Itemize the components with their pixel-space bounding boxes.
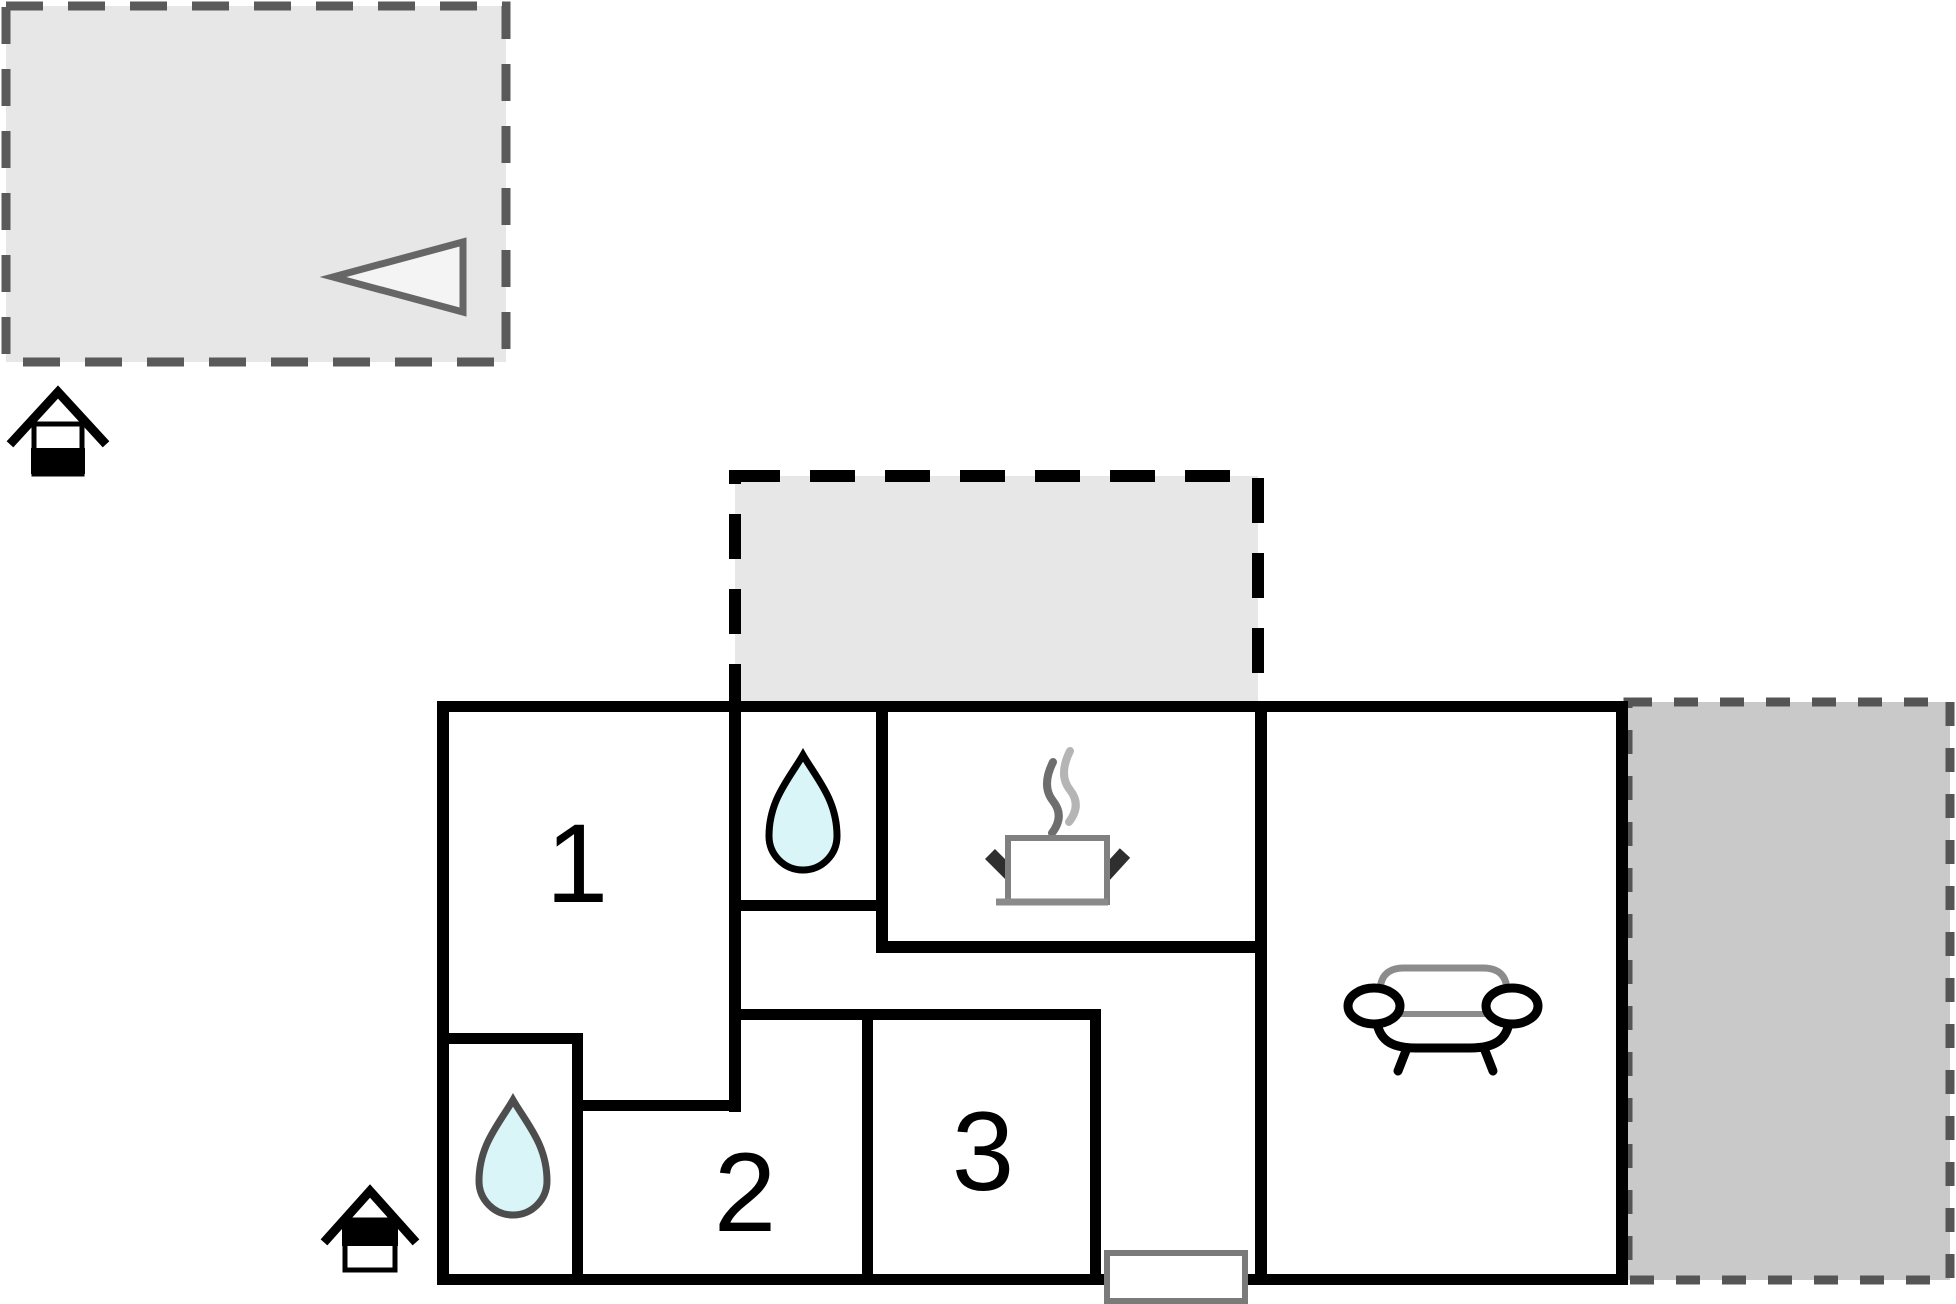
- wall-outer-bottom: [437, 1274, 1628, 1285]
- house-icon-top: [6, 385, 110, 477]
- sofa-icon: [1343, 964, 1543, 1076]
- wall-bath1-right: [876, 701, 888, 953]
- house-bottom-roof: [320, 1184, 420, 1246]
- wall-room3-right: [1090, 1009, 1101, 1285]
- pot-body: [1005, 835, 1110, 905]
- wall-outer-left: [437, 701, 449, 1285]
- sofa-armrest-right: [1481, 983, 1543, 1029]
- wall-livingroom-left: [1255, 701, 1267, 1285]
- terrace-middle: [729, 470, 1264, 713]
- sofa-armrest-left: [1343, 983, 1405, 1029]
- wall-outer-top: [437, 701, 1628, 712]
- walls: [437, 701, 1628, 1285]
- wall-kitchen-bottom: [876, 941, 1266, 953]
- direction-arrow-icon: [319, 237, 467, 317]
- water-drop-icon-bathroom-top: [765, 748, 841, 874]
- house-bottom-upper-half: [342, 1218, 398, 1246]
- wall-room3-left: [862, 1009, 873, 1285]
- terrace-top-left: [1, 1, 511, 367]
- sofa-leg-right: [1479, 1043, 1498, 1076]
- room-3-label: 3: [952, 1089, 1014, 1214]
- house-top-roof: [6, 385, 110, 448]
- wall-bath2-right: [572, 1033, 583, 1285]
- wall-room3-top: [729, 1009, 1101, 1020]
- room-2-label: 2: [714, 1130, 776, 1255]
- entrance-door: [1104, 1250, 1248, 1304]
- cooking-pot-icon: [985, 747, 1131, 906]
- wall-outer-right: [1616, 701, 1628, 1285]
- house-top-lower-half: [31, 448, 85, 474]
- room-1-label: 1: [546, 801, 608, 926]
- steam-line-left: [1043, 758, 1063, 837]
- sofa-seat: [1371, 996, 1515, 1053]
- wall-bath1-bottom: [729, 900, 888, 911]
- house-icon-bottom: [320, 1184, 420, 1273]
- wall-room2-top: [577, 1100, 741, 1111]
- wall-bath2-top: [437, 1033, 583, 1044]
- water-drop-icon-bathroom-bottom: [475, 1093, 551, 1219]
- terrace-right: [1623, 697, 1955, 1285]
- steam-line-right: [1060, 747, 1080, 826]
